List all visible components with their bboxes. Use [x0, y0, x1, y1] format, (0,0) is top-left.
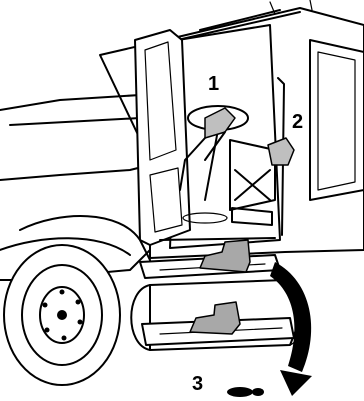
callout-1: 1 — [208, 73, 219, 95]
open-door — [135, 30, 190, 245]
right-hand-glove — [268, 138, 294, 165]
footprints — [227, 387, 264, 397]
driver-seat — [230, 140, 275, 225]
callout-2: 2 — [292, 111, 303, 133]
front-wheel — [4, 245, 120, 385]
callout-3: 3 — [192, 373, 203, 395]
